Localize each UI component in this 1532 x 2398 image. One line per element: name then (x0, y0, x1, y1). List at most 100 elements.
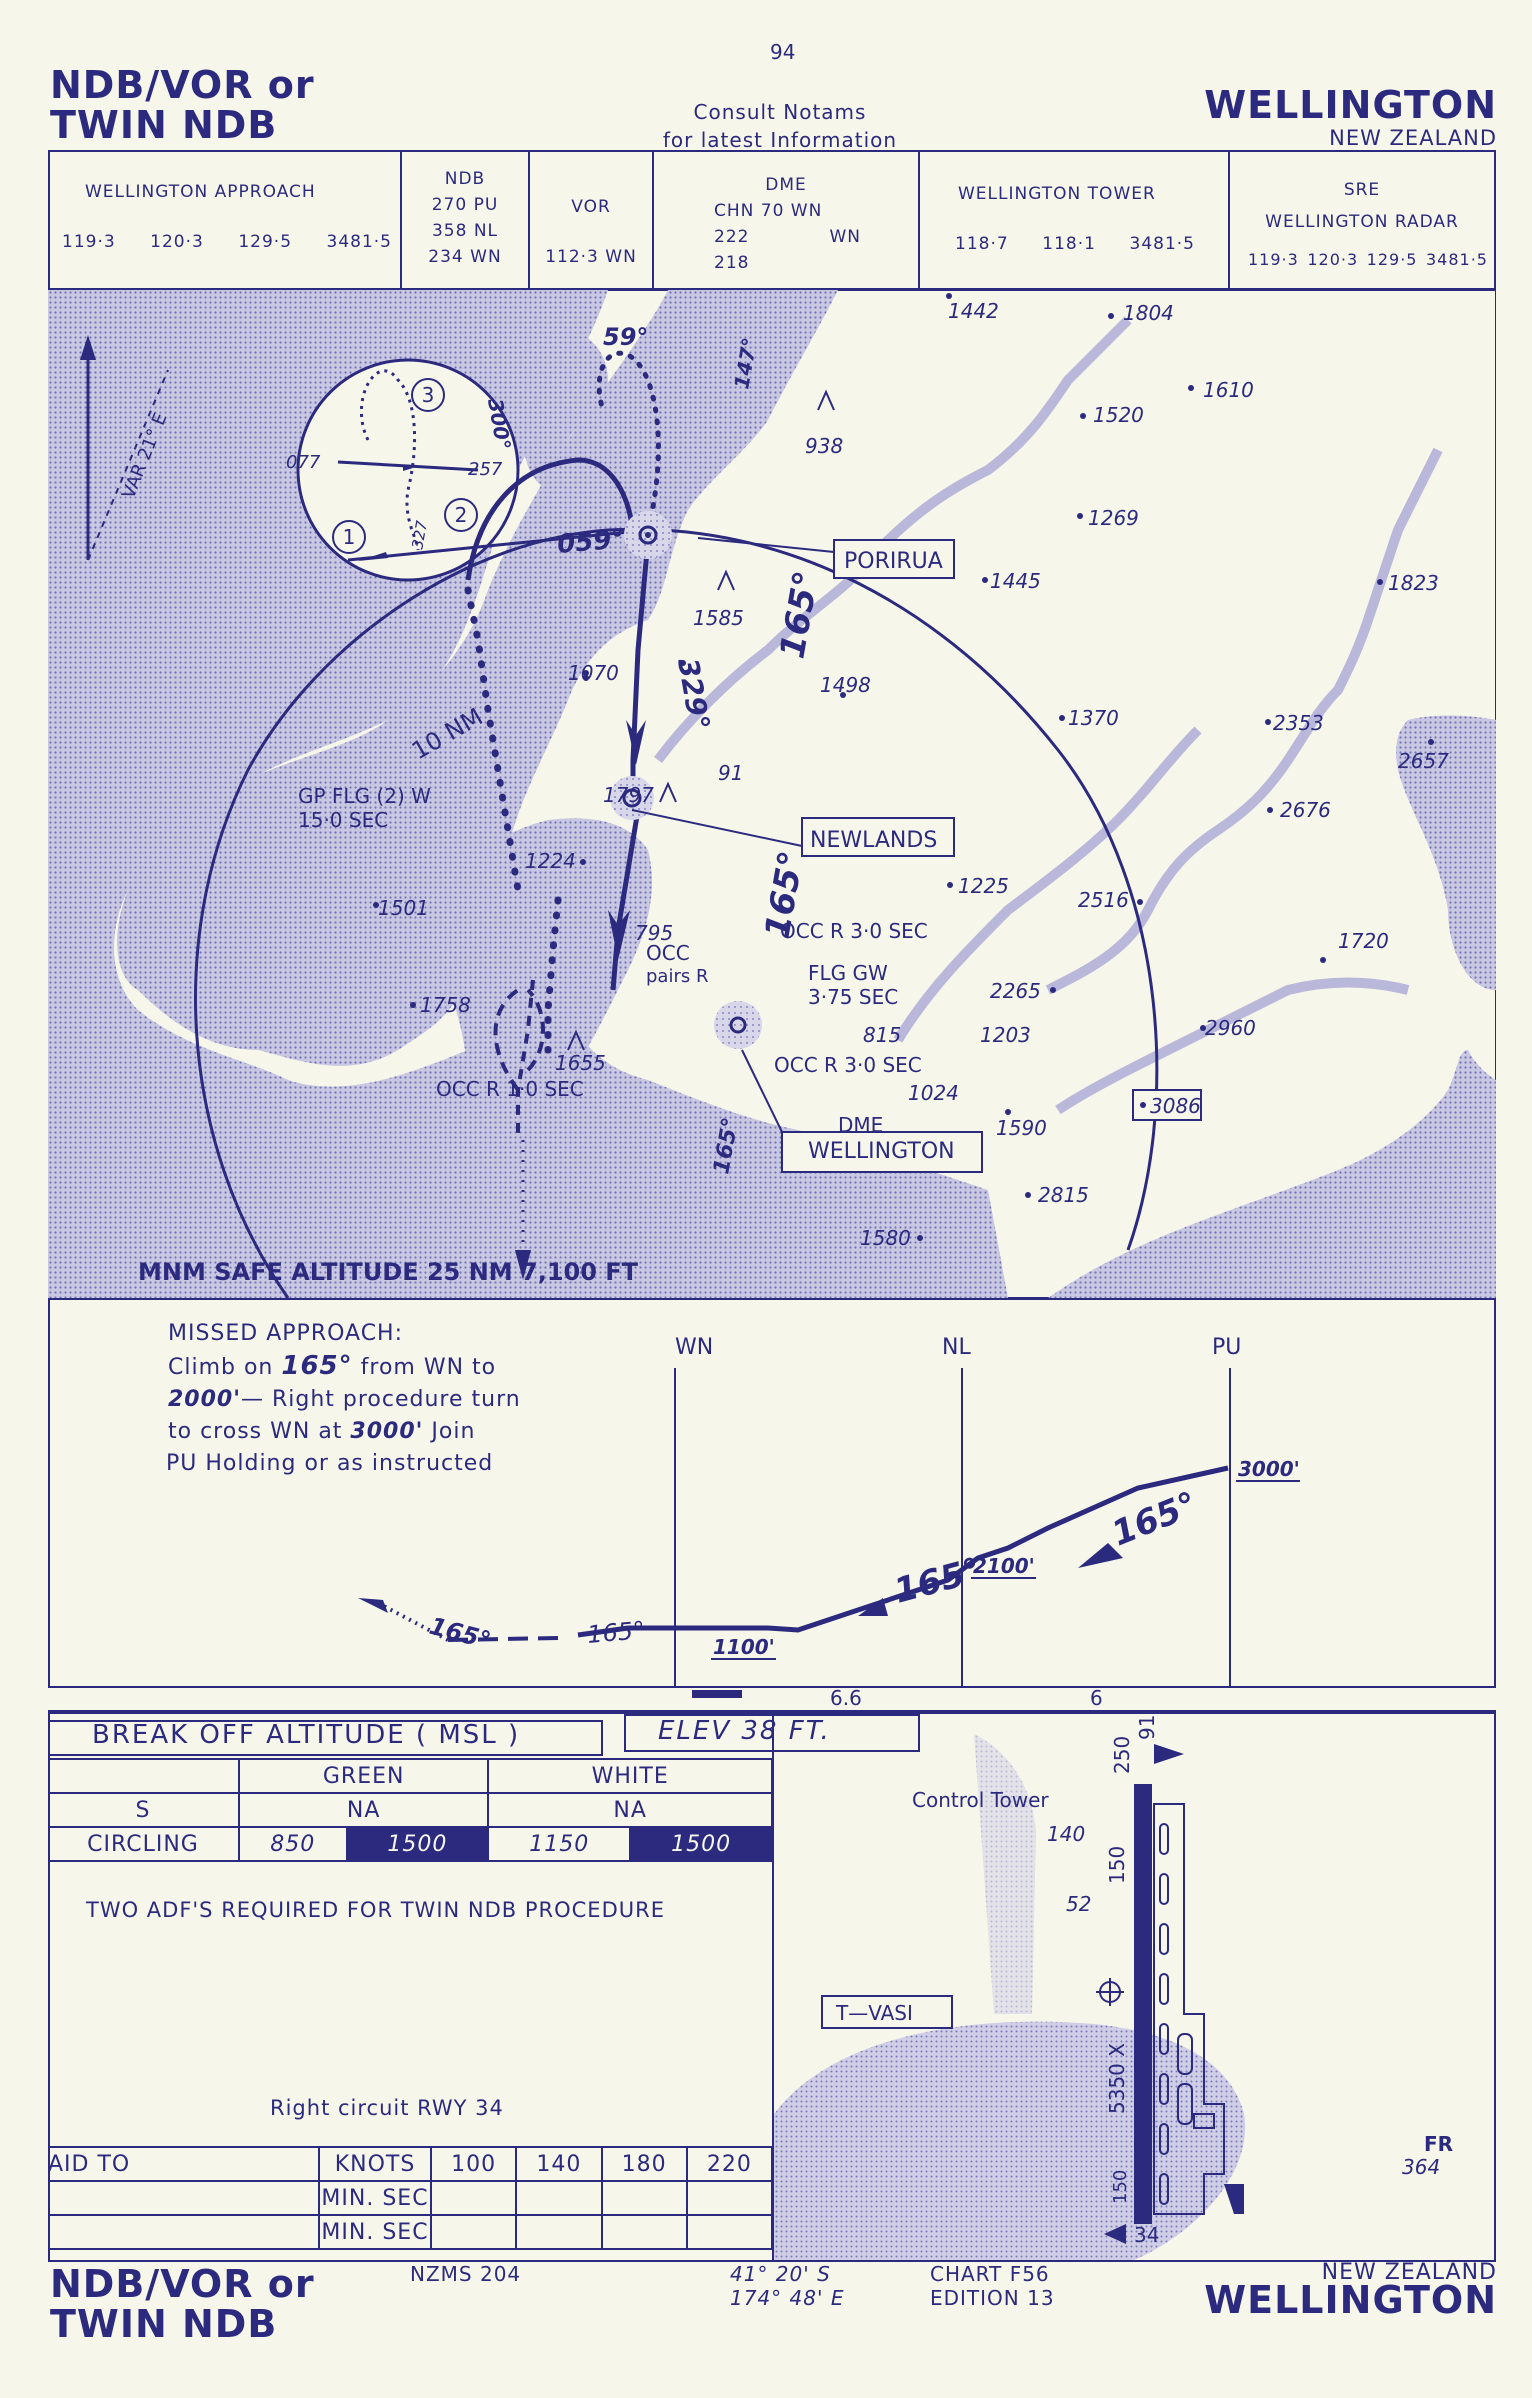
height-1070: 1070 (568, 661, 619, 685)
height-1501: 1501 (378, 896, 429, 920)
footer-country: NEW ZEALAND (1321, 2260, 1497, 2285)
svg-text:140: 140 (1047, 1822, 1085, 1846)
height-1720: 1720 (1338, 929, 1389, 953)
svg-text:327: 327 (408, 519, 431, 551)
height-91: 91 (718, 761, 743, 785)
svg-text:150: 150 (1110, 2170, 1131, 2204)
notam-note: Consult Notams for latest Information (610, 98, 950, 154)
elev-label: ELEV 38 FT. (658, 1716, 831, 1746)
height-795: 795 (635, 921, 673, 945)
svg-text:91: 91 (1135, 1715, 1159, 1740)
height-1580: 1580 (860, 1226, 911, 1250)
svg-text:OCC R 1·0 SEC: OCC R 1·0 SEC (436, 1077, 584, 1101)
height-1520: 1520 (1093, 403, 1144, 427)
footer-airport: WELLINGTON (1204, 2278, 1497, 2322)
spot-heights: 1442 1804 1610 1520 1269 1445 1823 1585 … (378, 299, 1449, 1250)
height-2676: 2676 (1280, 798, 1331, 822)
height-1203: 1203 (980, 1023, 1031, 1047)
row-s: S (48, 1792, 240, 1828)
svg-text:257: 257 (468, 459, 503, 480)
holding-pattern (596, 350, 661, 533)
height-1823: 1823 (1388, 571, 1439, 595)
newlands-label: NEWLANDS (810, 828, 937, 853)
height-1225: 1225 (958, 874, 1009, 898)
svg-text:077: 077 (286, 452, 321, 473)
svg-text:15·0 SEC: 15·0 SEC (298, 808, 388, 832)
height-1370: 1370 (1068, 706, 1119, 730)
page-number: 94 (770, 40, 796, 64)
plan-view: 1 2 3 077 257 327 VAR 21° E PORIRUA NEWL… (48, 290, 1496, 1298)
fix-pu: PU (1212, 1335, 1241, 1360)
procedure-line-2: TWIN NDB (50, 103, 278, 147)
tvasi-label: T—VASI (835, 2001, 913, 2025)
height-1590: 1590 (996, 1116, 1047, 1140)
wellington-label: WELLINGTON (808, 1139, 955, 1164)
svg-text:GP FLG (2) W: GP FLG (2) W (298, 784, 431, 808)
profile-view: WN NL PU 3000' 2100' 1100' 165° 165° 165… (48, 1335, 1496, 1688)
boxed-height: 3086 (1150, 1094, 1201, 1118)
svg-text:OCC R 3·0 SEC: OCC R 3·0 SEC (780, 919, 928, 943)
break-off-title (48, 1720, 603, 1756)
notam-line-1: Consult Notams (693, 100, 867, 124)
svg-text:5350 X: 5350 X (1105, 2043, 1129, 2114)
airport-title: WELLINGTON (1204, 83, 1497, 127)
sector-3-label: 3 (422, 383, 435, 407)
height-1498: 1498 (820, 673, 871, 697)
svg-text:165°: 165° (586, 1616, 646, 1649)
adf-note: TWO ADF'S REQUIRED FOR TWIN NDB PROCEDUR… (86, 1898, 665, 1922)
svg-text:2100': 2100' (973, 1554, 1035, 1578)
height-1585: 1585 (693, 606, 744, 630)
dist-nl-pu: 6 (1090, 1686, 1103, 1710)
height-815: 815 (863, 1023, 901, 1047)
svg-text:165°: 165° (890, 1550, 985, 1611)
height-2353: 2353 (1273, 711, 1324, 735)
svg-text:3·75 SEC: 3·75 SEC (808, 985, 898, 1009)
procedure-title: NDB/VOR or TWIN NDB (50, 65, 315, 145)
procedure-line-1: NDB/VOR or (50, 63, 315, 107)
sea-area (48, 290, 838, 1066)
approach-title: WELLINGTON APPROACH (85, 182, 316, 202)
svg-text:OCC R 3·0 SEC: OCC R 3·0 SEC (774, 1053, 922, 1077)
height-2960: 2960 (1205, 1016, 1256, 1040)
elev-box (624, 1714, 920, 1752)
svg-text:250: 250 (1110, 1736, 1134, 1774)
holding-inset: 1 2 3 077 257 327 (286, 358, 520, 582)
height-1269: 1269 (1088, 506, 1139, 530)
height-2657: 2657 (1398, 749, 1449, 773)
sector-2-label: 2 (455, 503, 468, 527)
svg-text:DME: DME (838, 1113, 883, 1137)
svg-text:059°: 059° (556, 524, 626, 560)
svg-text:150: 150 (1105, 1846, 1129, 1884)
height-1024: 1024 (908, 1081, 959, 1105)
fix-nl: NL (942, 1335, 971, 1360)
footer-procedure: NDB/VOR or TWIN NDB (50, 2262, 315, 2346)
aerodrome-diagram: Control Tower 140 52 T—VASI 250 150 5350… (774, 1715, 1453, 2260)
circuit-note: Right circuit RWY 34 (270, 2096, 504, 2120)
height-1758: 1758 (420, 993, 471, 1017)
height-1224: 1224 (525, 849, 576, 873)
fix-wn: WN (675, 1335, 713, 1360)
height-2265: 2265 (990, 979, 1041, 1003)
svg-text:52: 52 (1066, 1892, 1091, 1916)
sector-1-label: 1 (343, 525, 356, 549)
svg-text:364: 364 (1402, 2155, 1440, 2179)
svg-text:pairs R: pairs R (646, 966, 708, 987)
height-938: 938 (805, 434, 843, 458)
height-2815: 2815 (1038, 1183, 1089, 1207)
minima-table: GREEN WHITE S NA NA CIRCLING 850 1500 11… (48, 1758, 773, 1862)
height-1445: 1445 (990, 569, 1041, 593)
svg-text:1100': 1100' (713, 1635, 775, 1659)
footer-nzms: NZMS 204 (410, 2262, 522, 2286)
svg-text:OCC: OCC (646, 941, 690, 965)
dist-wn-nl: 6.6 (830, 1686, 862, 1710)
